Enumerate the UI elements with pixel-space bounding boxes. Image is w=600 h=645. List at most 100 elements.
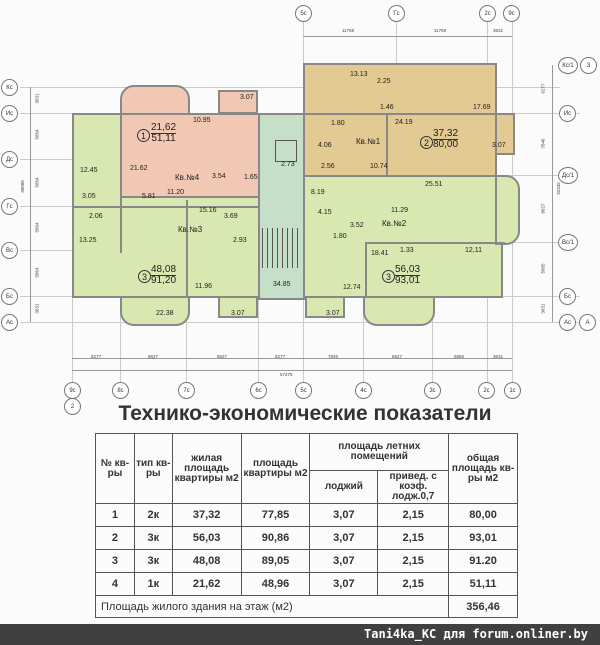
room-area: 1.80 <box>331 120 345 127</box>
cell: 3 <box>95 549 135 573</box>
axis-marker: Бс <box>559 288 576 305</box>
cell: 3,07 <box>309 526 379 550</box>
stairs <box>262 228 300 268</box>
room-area: 3.07 <box>240 94 254 101</box>
wall <box>120 113 122 253</box>
axis-marker: 1с <box>504 382 521 399</box>
apartment-4-label: Кв.№4 <box>175 173 200 182</box>
axis-marker: Гс <box>1 198 18 215</box>
apartment-3-type: 3 <box>138 270 151 283</box>
dimension: 5864 <box>34 267 40 278</box>
axis-marker: 7с <box>178 382 195 399</box>
wall <box>186 200 188 296</box>
sheet-mark: 3 <box>580 57 597 74</box>
dimension: 5864 <box>34 222 40 233</box>
dimension: 5864 <box>34 177 40 188</box>
axis-marker: 6с <box>250 382 267 399</box>
cell: 51,11 <box>448 572 518 596</box>
axis-marker: Кс/1 <box>558 57 578 74</box>
indicators-table: № кв-ры тип кв-ры жилая площадь квартиры… <box>94 433 518 618</box>
axis-marker: Кс <box>1 79 18 96</box>
axis-marker: Вс/1 <box>558 234 578 251</box>
apartment-1-type: 2 <box>420 136 433 149</box>
dimension: 6865 <box>454 354 465 359</box>
apartment-3-balcony <box>218 296 258 318</box>
cell: 3к <box>133 526 173 550</box>
page-title: Технико-экономические показатели <box>118 402 492 425</box>
room-area: 2.25 <box>377 78 391 85</box>
room-area: 13.25 <box>79 237 97 244</box>
wall <box>305 113 495 115</box>
axis-marker: 5с <box>295 5 312 22</box>
cell: 21,62 <box>171 572 242 596</box>
dimension: 6277 <box>275 354 286 359</box>
cell: 48,96 <box>240 572 311 596</box>
axis-marker: 9с <box>503 5 520 22</box>
cell: 4 <box>95 572 135 596</box>
cell: 3к <box>133 549 173 573</box>
axis-marker: 2с <box>479 5 496 22</box>
cell: 1 <box>95 503 135 527</box>
cell: 77,85 <box>240 503 311 527</box>
room-area: 3.52 <box>350 222 364 229</box>
cell: 80,00 <box>448 503 518 527</box>
dimension: 3631 <box>34 303 40 314</box>
dimension: 3631 <box>493 28 504 33</box>
living-area: 48,08 <box>151 264 177 276</box>
sheet-mark: А <box>579 314 596 331</box>
cell: 2,15 <box>377 572 450 596</box>
col-header-area: площадь квартиры м2 <box>240 433 311 504</box>
apartment-2-bay <box>495 175 520 245</box>
room-area: 10.74 <box>370 163 388 170</box>
cell: 2 <box>95 526 135 550</box>
cell: 89,05 <box>240 549 311 573</box>
room-area: 13.13 <box>350 71 368 78</box>
axis-marker: Бс <box>1 288 18 305</box>
room-area: 4.06 <box>318 142 332 149</box>
room-area: 11.20 <box>167 189 184 196</box>
dimension-total: 30088 <box>19 180 25 193</box>
apartment-3-bay <box>120 296 190 326</box>
cell: 2к <box>133 503 173 527</box>
room-area: 4.15 <box>318 209 332 216</box>
cell: 1к <box>133 572 173 596</box>
room-area: 34.85 <box>273 281 291 288</box>
room-area: 1.33 <box>400 247 414 254</box>
cell: 2,15 <box>377 549 450 573</box>
cell: 91.20 <box>448 549 518 573</box>
living-area: 21,62 <box>151 122 177 134</box>
apartment-2-bay-bottom <box>363 296 435 326</box>
room-area: 2.93 <box>233 237 247 244</box>
room-area: 1.46 <box>380 104 394 111</box>
watermark: Tani4ka_KC для forum.onliner.by <box>0 624 600 645</box>
apartment-1-label: Кв.№1 <box>356 137 381 146</box>
table-footer-row: Площадь жилого здания на этаж (м2) 356,4… <box>94 595 518 618</box>
col-header-reduced: привед. с коэф. лодж.0,7 <box>377 470 450 504</box>
apartment-4-type: 1 <box>137 129 150 142</box>
axis-marker: Вс <box>1 242 18 259</box>
room-area: 3.54 <box>212 173 226 180</box>
dimension: 11769 <box>342 28 355 33</box>
cell: 2,15 <box>377 503 450 527</box>
axis-marker: 8с <box>112 382 129 399</box>
wall <box>365 242 505 244</box>
apartment-2-type: 3 <box>382 270 395 283</box>
room-area: 8.19 <box>311 189 325 196</box>
apartment-2 <box>303 175 503 298</box>
dimension: 8627 <box>148 354 159 359</box>
cell: 90,86 <box>240 526 311 550</box>
dimension: 11769 <box>434 28 447 33</box>
room-area: 10.95 <box>193 117 211 124</box>
axis-marker: Ис <box>559 105 576 122</box>
room-area: 22.38 <box>156 310 174 317</box>
axis-marker: 9с <box>64 382 81 399</box>
cell: 48,08 <box>171 549 242 573</box>
dimension: 6277 <box>540 83 546 94</box>
dimension-total: 32345 <box>555 182 561 195</box>
axis-marker: 5с <box>295 382 312 399</box>
col-header-type: тип кв-ры <box>133 433 173 504</box>
